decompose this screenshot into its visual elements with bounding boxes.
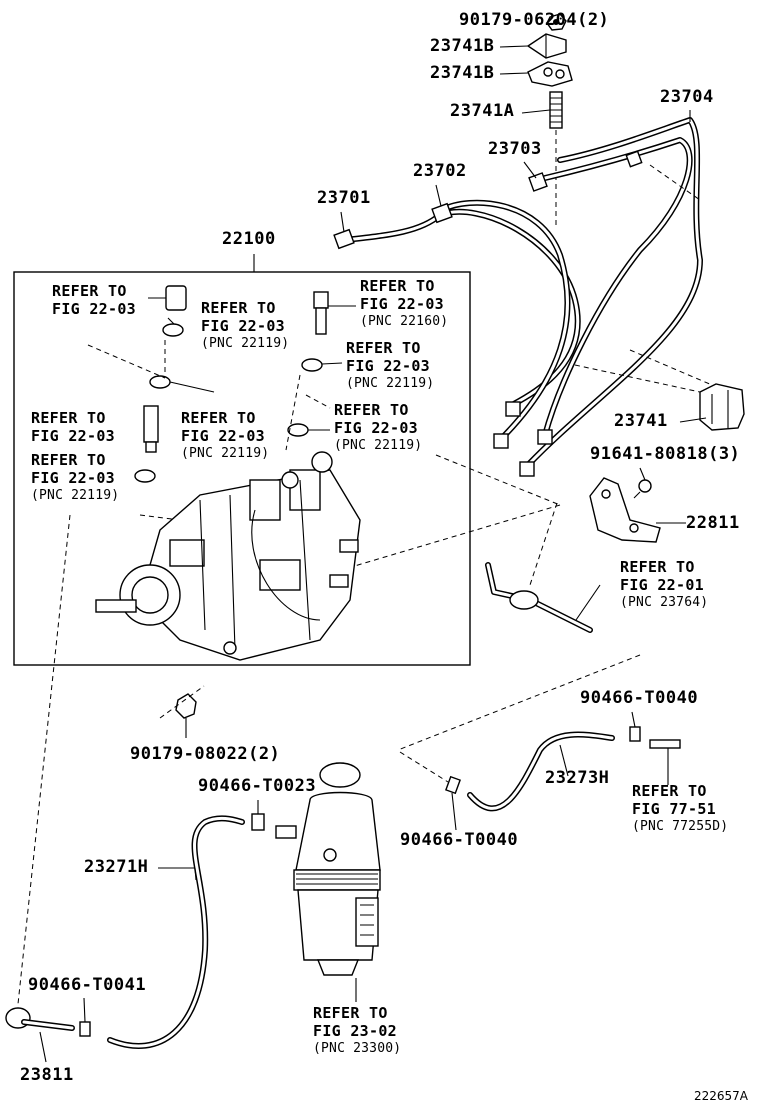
refer-note-5: REFER TO FIG 22-03	[31, 409, 115, 445]
part-number-label: 23741B	[430, 63, 495, 83]
part-number-label: 23702	[413, 161, 467, 181]
clip-icon	[629, 726, 641, 742]
gasket-icon	[301, 358, 323, 372]
fuel-pipe-stub	[649, 739, 681, 749]
return-pipe	[485, 562, 593, 633]
refer-note-9: REFER TO FIG 22-01 (PNC 23764)	[620, 558, 709, 610]
refer-note-3: REFER TO FIG 22-03 (PNC 22119)	[201, 299, 290, 351]
clip-icon	[79, 1021, 91, 1037]
refer-note-2: REFER TO FIG 22-03 (PNC 22160)	[360, 277, 449, 329]
fuel-filter	[275, 762, 381, 976]
part-number-label: 23271H	[84, 857, 149, 877]
gasket-icon	[287, 423, 309, 437]
part-number-label: 23741	[614, 411, 668, 431]
part-number-label: 91641-80818(3)	[590, 444, 741, 464]
fuel-hose-23271h	[107, 815, 245, 1049]
refer-note-1: REFER TO FIG 22-03	[52, 282, 136, 318]
gasket-icon	[149, 375, 171, 389]
gasket-icon	[162, 323, 184, 337]
part-number-label: 23703	[488, 139, 542, 159]
refer-note-10: REFER TO FIG 77-51 (PNC 77255D)	[632, 782, 729, 834]
pipe-clamp-icon	[699, 383, 745, 431]
refer-note-4: REFER TO FIG 22-03 (PNC 22119)	[346, 339, 435, 391]
bracket-icon	[589, 477, 661, 543]
part-number-label: 90466-T0023	[198, 776, 317, 796]
refer-note-11: REFER TO FIG 23-02 (PNC 23300)	[313, 1004, 402, 1056]
bolt-icon	[633, 479, 652, 499]
refer-note-7: REFER TO FIG 22-03 (PNC 22119)	[334, 401, 423, 453]
part-number-label: 90466-T0041	[28, 975, 147, 995]
part-number-label: 90179-08022(2)	[130, 744, 281, 764]
clamp-icon	[526, 33, 567, 59]
stud-icon	[549, 91, 563, 129]
part-number-label: 23741A	[450, 101, 515, 121]
part-number-label: 22100	[222, 229, 276, 249]
injection-pump	[95, 451, 361, 661]
refer-note-6: REFER TO FIG 22-03 (PNC 22119)	[181, 409, 270, 461]
part-number-label: 23811	[20, 1065, 74, 1085]
fitting-icon	[165, 285, 187, 311]
refer-note-8: REFER TO FIG 22-03 (PNC 22119)	[31, 451, 120, 503]
nut-icon	[175, 693, 197, 719]
nut-icon	[546, 13, 567, 31]
injection-pipes	[342, 117, 703, 468]
banjo-union	[5, 1007, 75, 1031]
clamp-icon	[527, 61, 573, 87]
part-number-label: 23701	[317, 188, 371, 208]
fuel-hose-23273h	[467, 731, 615, 812]
pipe-fittings	[333, 150, 643, 477]
part-number-label: 23273H	[545, 768, 610, 788]
catalog-number: 222657A	[694, 1089, 749, 1103]
bolt-icon	[313, 291, 329, 335]
part-number-label: 23741B	[430, 36, 495, 56]
clip-icon	[251, 813, 265, 831]
part-number-label: 90179-06204(2)	[459, 10, 610, 30]
part-number-label: 90466-T0040	[580, 688, 699, 708]
gasket-icon	[134, 469, 156, 483]
part-number-label: 23704	[660, 87, 714, 107]
clip-icon	[445, 775, 461, 795]
valve-icon	[143, 405, 159, 453]
part-number-label: 90466-T0040	[400, 830, 519, 850]
part-number-label: 22811	[686, 513, 740, 533]
